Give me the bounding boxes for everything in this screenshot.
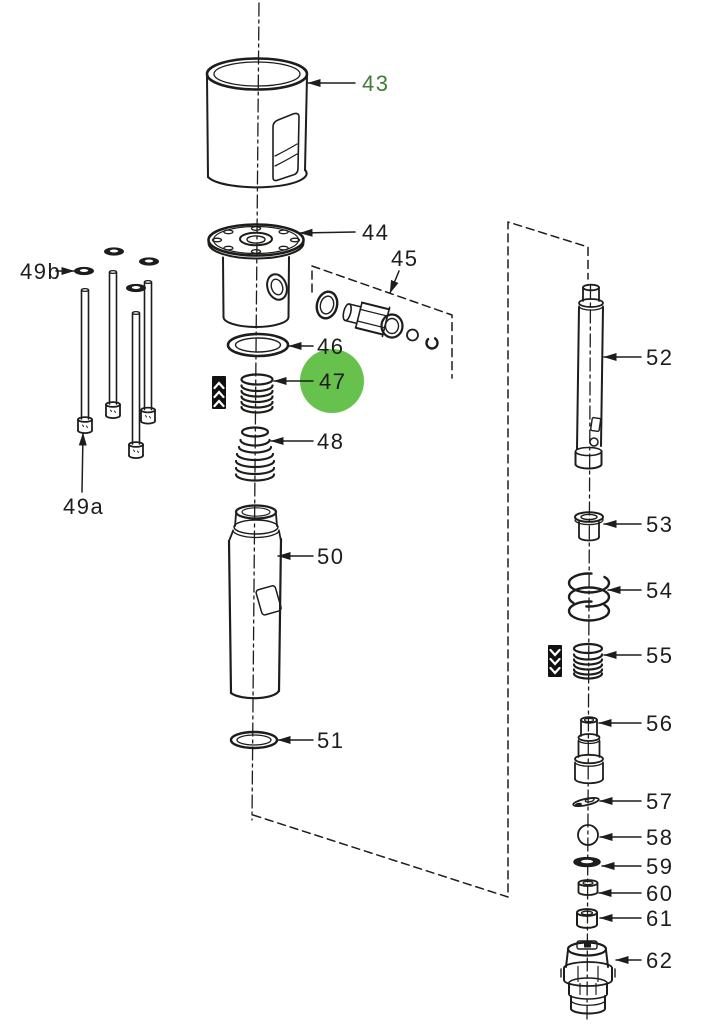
part-drawing-61[interactable]: [576, 908, 598, 929]
part-drawing-50[interactable]: [227, 504, 283, 700]
part-label-62[interactable]: 62: [646, 948, 673, 973]
part-drawing-55[interactable]: [572, 642, 604, 680]
part-drawing-62[interactable]: [560, 940, 616, 1015]
part-label-47[interactable]: 47: [319, 369, 346, 394]
highlight-circle-47: [300, 349, 364, 413]
part-label-53[interactable]: 53: [646, 512, 673, 537]
part-drawing-52[interactable]: [574, 283, 604, 470]
part-label-57[interactable]: 57: [646, 789, 673, 814]
part-label-52[interactable]: 52: [646, 345, 673, 370]
part-drawing-59[interactable]: [573, 856, 601, 868]
part-label-46[interactable]: 46: [317, 334, 344, 359]
part-drawing-51[interactable]: [229, 730, 279, 750]
leader-44: [299, 228, 356, 237]
part-drawing-58[interactable]: [577, 824, 599, 846]
part-drawing-46[interactable]: [226, 332, 290, 358]
part-label-56[interactable]: 56: [646, 711, 673, 736]
part-label-58[interactable]: 58: [646, 825, 673, 850]
part-drawing-48[interactable]: [234, 426, 276, 482]
grease-chevrons-down-icon: [548, 645, 562, 677]
part-drawing-45[interactable]: [314, 289, 440, 350]
part-label-43[interactable]: 43: [362, 71, 389, 96]
part-drawing-44[interactable]: [207, 223, 305, 328]
part-label-45[interactable]: 45: [391, 246, 418, 271]
part-drawing-49a[interactable]: [77, 269, 156, 459]
part-drawing-54[interactable]: [567, 572, 611, 622]
part-label-44[interactable]: 44: [362, 220, 389, 245]
grease-chevrons-up-icon: [212, 376, 226, 409]
part-label-59[interactable]: 59: [646, 854, 673, 879]
leader-45: [389, 270, 400, 294]
part-label-60[interactable]: 60: [646, 881, 673, 906]
part-label-50[interactable]: 50: [317, 544, 344, 569]
part-drawing-47[interactable]: [240, 373, 274, 414]
part-drawing-53[interactable]: [574, 511, 604, 542]
part-drawing-56[interactable]: [574, 716, 604, 785]
part-label-54[interactable]: 54: [646, 578, 673, 603]
part-label-49b[interactable]: 49b: [20, 259, 61, 284]
leader-49a: [78, 432, 87, 493]
assembly-outline-right: [252, 221, 589, 898]
assembly-outline-45: [311, 265, 453, 379]
part-label-48[interactable]: 48: [317, 429, 344, 454]
part-drawing-43[interactable]: [205, 57, 309, 189]
part-label-49a[interactable]: 49a: [63, 494, 104, 519]
part-drawing-60[interactable]: [577, 879, 599, 896]
part-label-61[interactable]: 61: [646, 906, 673, 931]
part-label-51[interactable]: 51: [317, 728, 344, 753]
part-label-55[interactable]: 55: [646, 643, 673, 668]
part-drawing-57[interactable]: [572, 796, 600, 808]
part-drawing-49b[interactable]: [74, 247, 159, 293]
